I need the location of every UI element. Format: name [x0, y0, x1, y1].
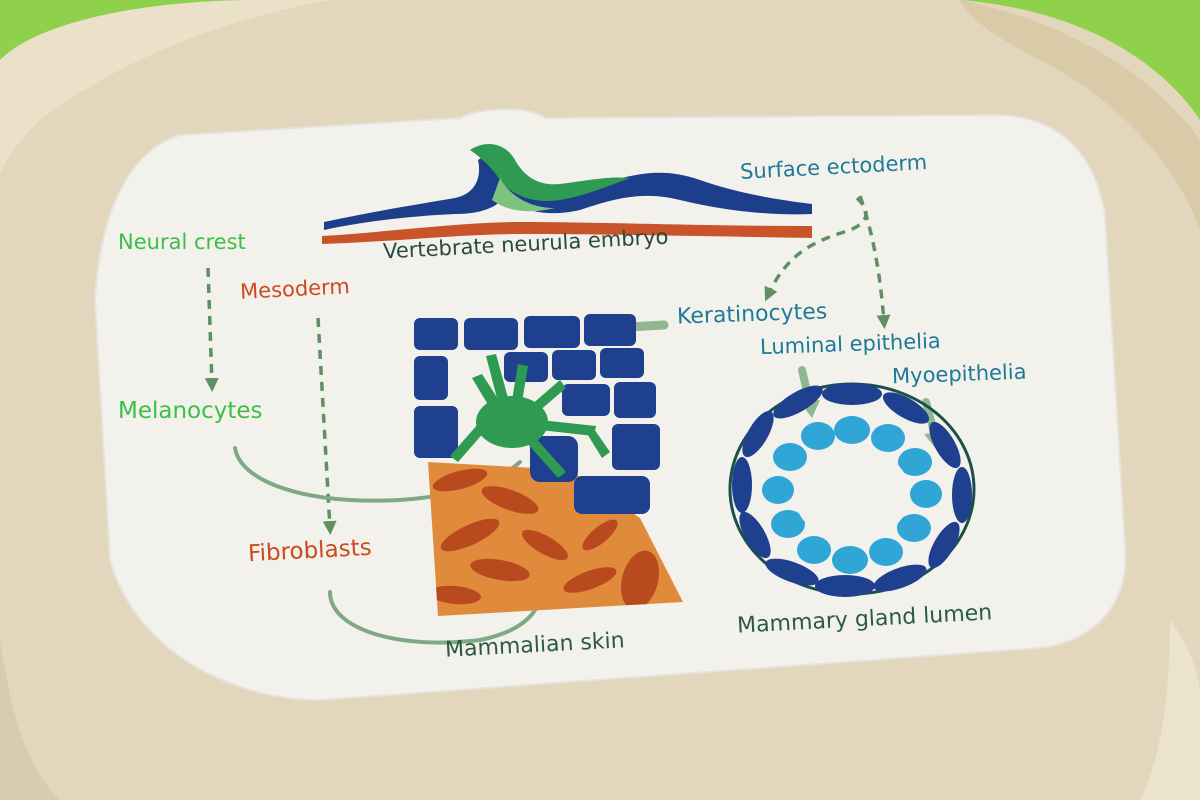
label-myoepithelia: Myoepithelia: [891, 359, 1027, 389]
lineage-arrows: [204, 195, 891, 535]
lumen-space: [794, 446, 910, 542]
fibroblast-cells: [429, 468, 660, 610]
mammary-gland-illustration: [728, 382, 976, 597]
label-melanocytes: Melanocytes: [118, 398, 263, 424]
arrow-fibroblasts-to-skin: [328, 590, 542, 645]
arrow-neural-crest-to-melanocytes: [204, 267, 219, 392]
sugar-sheet-card: [93, 108, 1127, 702]
melanocyte-cell: [450, 354, 610, 478]
luminal-cells: [762, 416, 942, 574]
label-keratinocytes: Keratinocytes: [676, 299, 828, 330]
arrow-mesoderm-to-fibroblasts: [316, 317, 337, 535]
label-neural-crest: Neural crest: [118, 230, 246, 254]
myoepithelial-cells: [732, 383, 972, 597]
arrow-ectoderm-to-keratinocytes: [764, 196, 868, 302]
skin-illustration: [414, 314, 683, 616]
keratinocyte-cells: [414, 314, 660, 514]
neurula-embryo-illustration: [322, 144, 812, 244]
